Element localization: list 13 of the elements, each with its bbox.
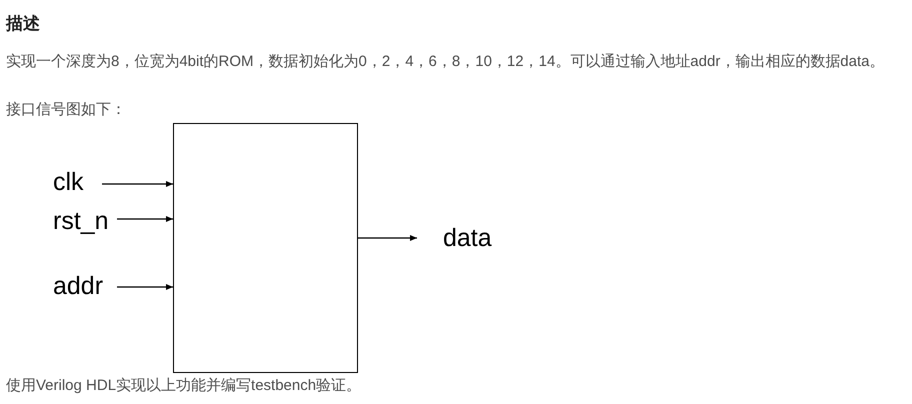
instruction-text: 使用Verilog HDL实现以上功能并编写testbench验证。 [6, 376, 362, 396]
signal-label: rst_n [50, 206, 117, 238]
signal-label: addr [50, 271, 117, 303]
arrow [358, 235, 417, 241]
description-text: 接口信号图如下： [6, 100, 127, 120]
arrow [102, 181, 173, 187]
arrow [117, 216, 173, 222]
description-text: 实现一个深度为8，位宽为4bit的ROM，数据初始化为0，2，4，6，8，10，12，14。可以通过输入地址addr，输出相应的数据data。 [6, 52, 886, 72]
module-box [173, 123, 358, 373]
heading: 描述 [6, 13, 40, 35]
arrow [117, 284, 173, 290]
signal-label: data [417, 223, 507, 255]
signal-label: clk [50, 167, 102, 199]
